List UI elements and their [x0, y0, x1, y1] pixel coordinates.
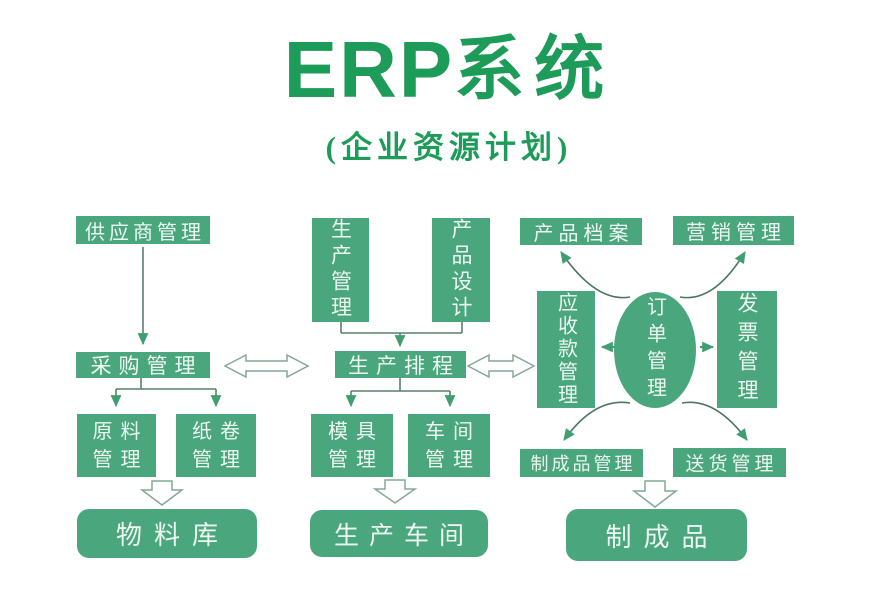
double-arrow-purchasing-scheduling	[223, 353, 310, 379]
title-cn: 系统	[454, 32, 615, 109]
node-order-management: 订单管理	[614, 292, 696, 408]
node-raw-material-management: 原料 管理	[77, 414, 156, 477]
node-finished-goods: 制成品	[566, 509, 747, 561]
hollow-arrow-to-finished-goods	[631, 480, 679, 508]
node-finished-goods-management: 制成品管理	[520, 449, 643, 477]
node-material-warehouse: 物料库	[77, 509, 257, 558]
arrow-merge-to-scheduling	[340, 322, 463, 348]
node-workshop-management: 车间 管理	[408, 414, 490, 477]
node-paper-roll-management: 纸卷 管理	[176, 414, 256, 477]
node-mold-management: 模具 管理	[311, 414, 393, 477]
node-receivables-management: 应收款管理	[537, 291, 595, 408]
arrow-order-to-marketing	[679, 251, 746, 299]
arrow-purchasing-split	[110, 378, 222, 408]
node-purchasing-management: 采购管理	[76, 352, 210, 378]
node-invoice-management: 发票管理	[717, 291, 777, 408]
arrow-order-to-product-archive	[560, 251, 631, 299]
node-delivery-management: 送货管理	[673, 448, 786, 477]
double-arrow-scheduling-receivables	[466, 353, 536, 379]
node-supplier-management: 供应商管理	[76, 216, 210, 244]
arrow-scheduling-split	[345, 378, 456, 408]
node-product-design: 产品设计	[432, 218, 490, 322]
node-production-management: 生产管理	[312, 218, 369, 322]
node-marketing-management: 营销管理	[673, 216, 794, 245]
hollow-arrow-to-material-store	[139, 480, 185, 506]
hollow-arrow-to-production-workshop	[372, 479, 418, 504]
arrow-order-to-finished-goods-mgmt	[563, 401, 631, 441]
node-product-archive: 产品档案	[520, 218, 642, 245]
node-production-scheduling: 生产排程	[335, 351, 466, 378]
page-title: ERP系统	[10, 30, 878, 110]
title-erp: ERP	[283, 25, 455, 114]
page-subtitle: (企业资源计划)	[325, 130, 573, 165]
arrow-order-to-delivery	[681, 401, 748, 441]
node-production-workshop: 生产车间	[310, 510, 488, 557]
